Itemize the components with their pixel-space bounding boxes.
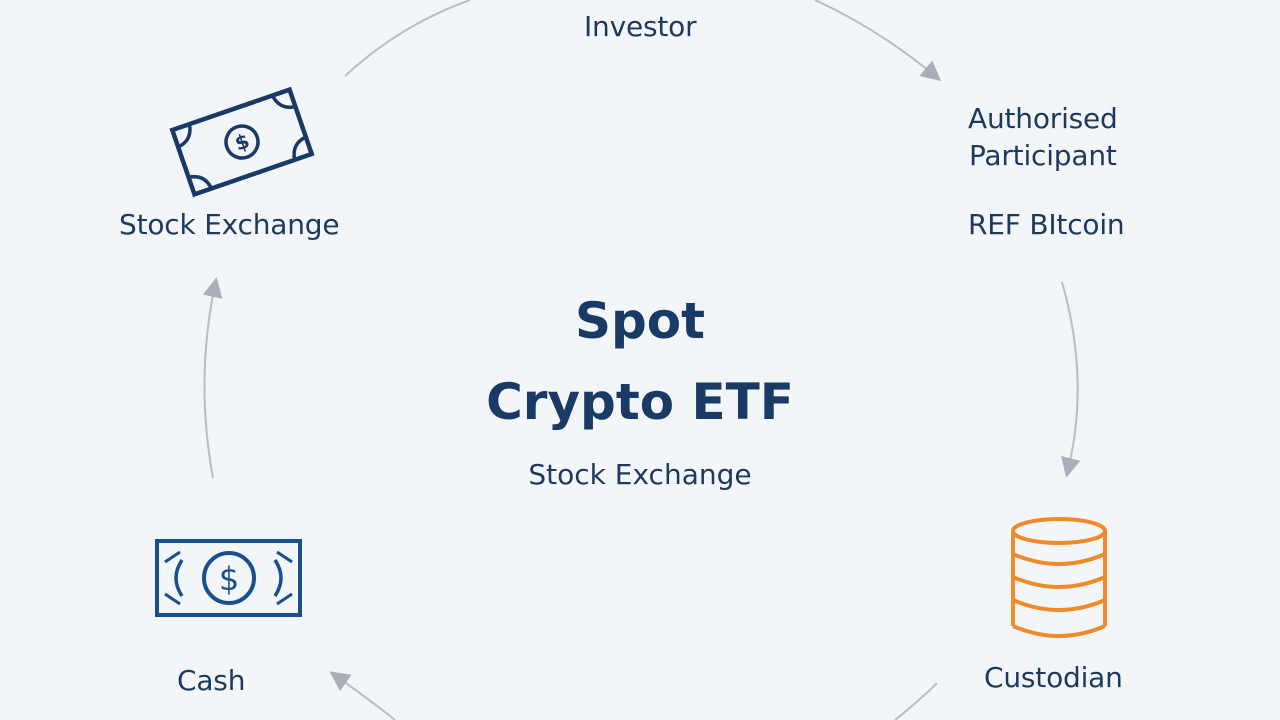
center-title-line2: Crypto ETF: [486, 373, 794, 431]
arrow-right: [1061, 281, 1081, 478]
svg-text:$: $: [232, 128, 253, 155]
arrow-left: [202, 277, 223, 479]
arrow-top-left: [344, 0, 471, 77]
svg-text:$: $: [219, 560, 239, 598]
arrow-bottom-right: [894, 682, 938, 720]
authorised-participant-text: Authorised Participant: [968, 102, 1118, 172]
arrow-top-right: [814, 0, 942, 82]
custodian-label: Custodian: [984, 661, 1123, 694]
investor-label: Investor: [584, 10, 697, 43]
authorised-participant-label: Authorised Participant: [968, 100, 1118, 174]
cash-note-icon: $: [155, 539, 302, 617]
center-title-line1: Spot: [574, 292, 706, 350]
arrow-bottom-left: [329, 671, 396, 720]
btc-label: REF BItcoin: [968, 208, 1125, 241]
cash-label: Cash: [177, 664, 246, 697]
center-subtitle: Stock Exchange: [528, 458, 752, 491]
database-stack-icon: [1011, 517, 1107, 638]
stock-exchange-left-label: Stock Exchange: [119, 208, 340, 241]
banknote-icon: $: [169, 86, 315, 198]
